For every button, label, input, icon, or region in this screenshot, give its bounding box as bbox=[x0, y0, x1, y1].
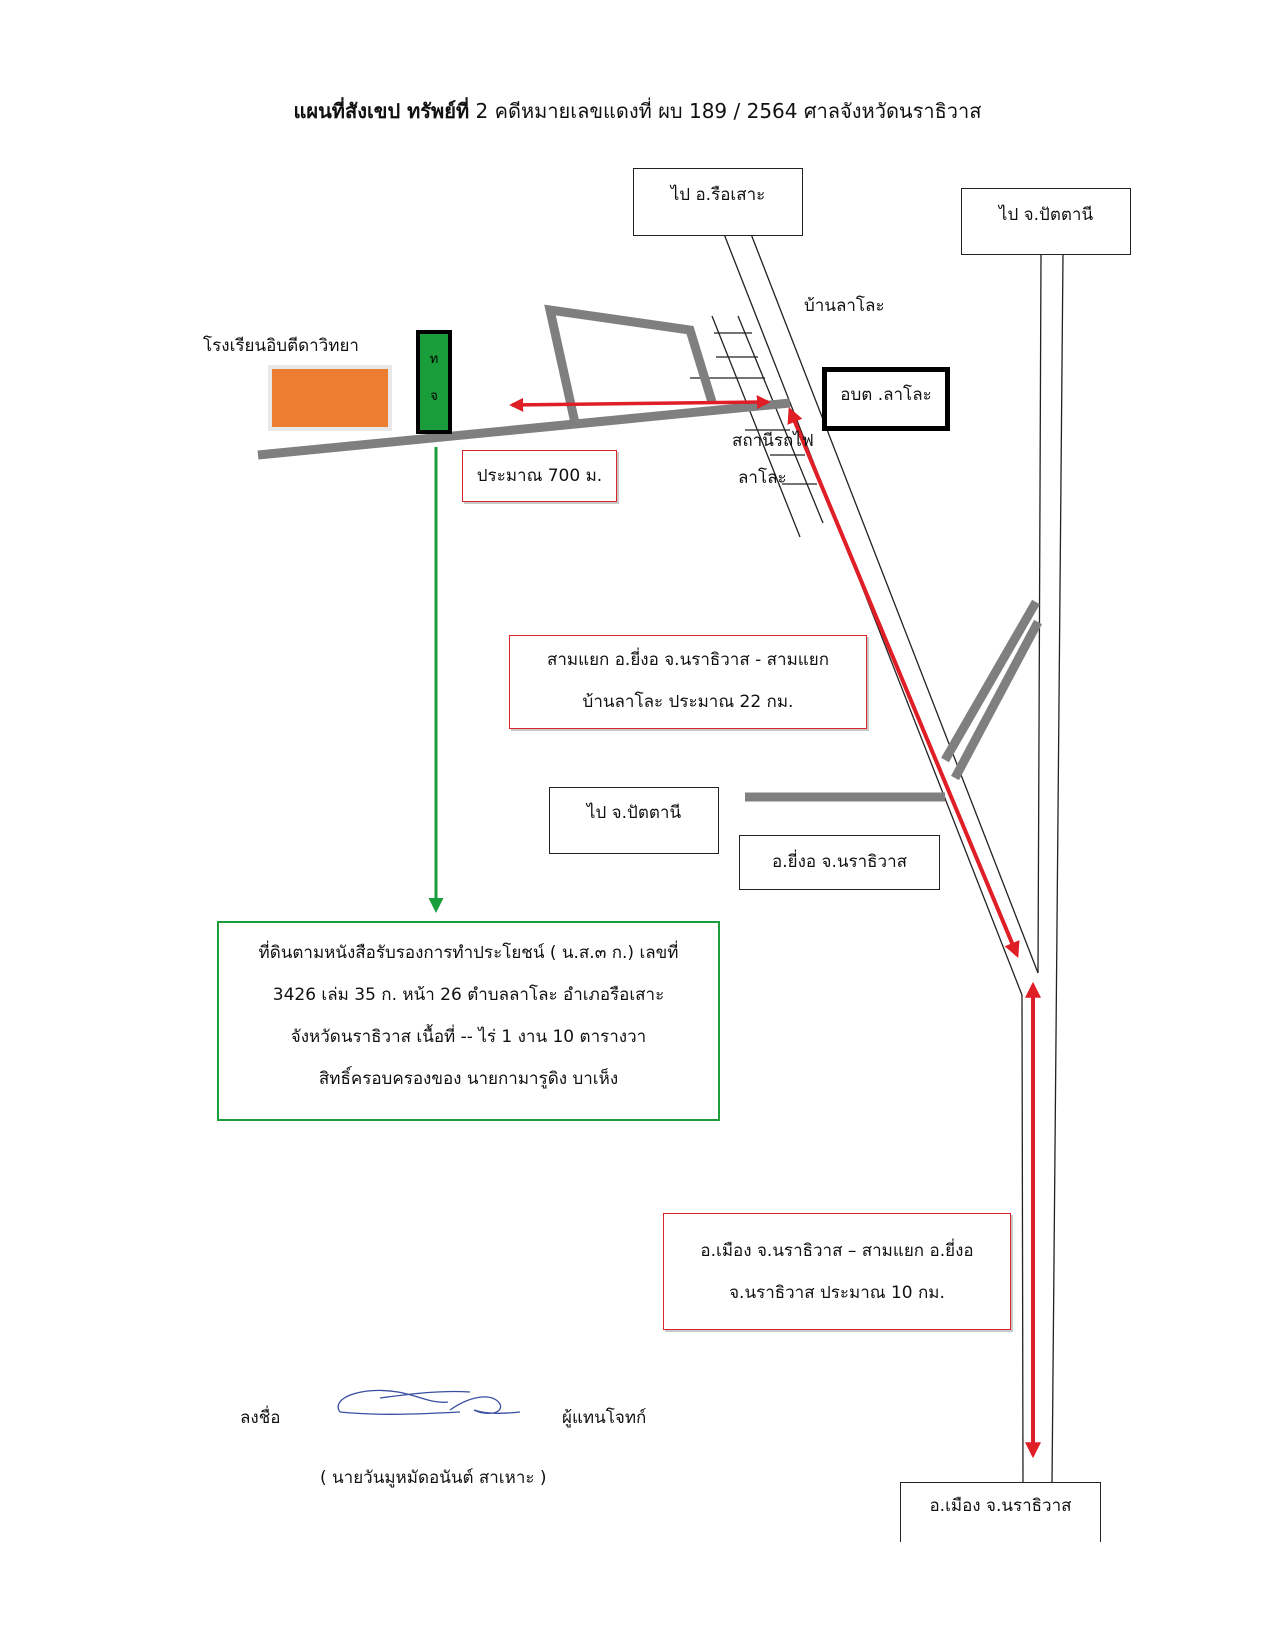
label-mueang: อ.เมือง จ.นราธิวาส bbox=[900, 1482, 1101, 1542]
signature-name: ( นายวันมูหมัดอนันต์ สาเหาะ ) bbox=[320, 1468, 547, 1488]
distance-22km-line1: สามแยก อ.ยี่งอ จ.นราธิวาส - สามแยก bbox=[546, 650, 830, 670]
label-to-pattani-mid-text: ไป จ.ปัตตานี bbox=[586, 803, 682, 823]
label-to-pattani-top: ไป จ.ปัตตานี bbox=[961, 188, 1131, 255]
distance-700m-text: ประมาณ 700 ม. bbox=[476, 465, 603, 486]
distance-10km-line1: อ.เมือง จ.นราธิวาส – สามแยก อ.ยี่งอ bbox=[664, 1230, 1010, 1272]
label-to-pattani-top-text: ไป จ.ปัตตานี bbox=[998, 205, 1094, 225]
lower-road-edge-left bbox=[1021, 994, 1024, 1486]
label-obt-lalo-text: อบต .ลาโละ bbox=[840, 384, 932, 405]
label-yingo-text: อ.ยี่งอ จ.นราธิวาส bbox=[772, 852, 907, 872]
label-to-rueso: ไป อ.รือเสาะ bbox=[633, 168, 803, 236]
label-station-line2: ลาโละ bbox=[738, 468, 787, 488]
label-yingo: อ.ยี่งอ จ.นราธิวาส bbox=[739, 835, 940, 890]
right-road-edge-left bbox=[1037, 253, 1042, 974]
plot-marker bbox=[416, 330, 452, 434]
distance-22km-line2: บ้านลาโละ ประมาณ 22 กม. bbox=[582, 692, 794, 712]
land-info-box: ที่ดินตามหนังสือรับรองการทำประโยชน์ ( น.… bbox=[217, 921, 720, 1121]
land-info-line1: ที่ดินตามหนังสือรับรองการทำประโยชน์ ( น.… bbox=[258, 943, 679, 963]
land-info-line2: 3426 เล่ม 35 ก. หน้า 26 ตำบลลาโละ อำเภอร… bbox=[272, 985, 665, 1005]
railway bbox=[690, 315, 824, 538]
label-to-pattani-mid: ไป จ.ปัตตานี bbox=[549, 787, 719, 854]
distance-10km-line2: จ.นราธิวาส ประมาณ 10 กม. bbox=[729, 1283, 945, 1303]
land-info-line4: สิทธิ์ครอบครองของ นายกามารูดิง บาเห็ง bbox=[318, 1069, 619, 1089]
label-station-line1: สถานีรถไฟ bbox=[732, 431, 814, 451]
signature-role: ผู้แทนโจทก์ bbox=[562, 1408, 647, 1428]
label-ban-lalo: บ้านลาโละ bbox=[804, 296, 885, 316]
label-school: โรงเรียนอิบตีดาวิทยา bbox=[203, 336, 359, 356]
distance-10km-line1-text: อ.เมือง จ.นราธิวาส – สามแยก อ.ยี่งอ bbox=[700, 1241, 974, 1261]
school-building bbox=[268, 365, 392, 431]
route-700m-arrow bbox=[509, 395, 771, 412]
right-road-edge-right bbox=[1051, 253, 1064, 1486]
distance-10km-box: อ.เมือง จ.นราธิวาส – สามแยก อ.ยี่งอ จ.นร… bbox=[663, 1213, 1011, 1330]
plot-marker-char2: จ bbox=[430, 389, 438, 404]
label-obt-lalo: อบต .ลาโละ bbox=[822, 367, 950, 431]
distance-22km-box: สามแยก อ.ยี่งอ จ.นราธิวาส - สามแยก บ้านล… bbox=[509, 635, 867, 729]
signature-label: ลงชื่อ bbox=[240, 1408, 281, 1428]
route-22km-arrow bbox=[787, 407, 1020, 958]
label-to-rueso-text: ไป อ.รือเสาะ bbox=[670, 184, 766, 205]
map-title-rest: 2 คดีหมายเลขแดงที่ ผบ 189 / 2564 ศาลจังห… bbox=[469, 99, 982, 123]
land-info-line3: จังหวัดนราธิวาส เนื้อที่ -- ไร่ 1 งาน 10… bbox=[290, 1027, 647, 1047]
signature-scribble bbox=[337, 1389, 521, 1415]
map-title-bold: แผนที่สังเขป ทรัพย์ที่ bbox=[293, 99, 470, 123]
plot-marker-char1: ท bbox=[430, 352, 439, 367]
label-mueang-text: อ.เมือง จ.นราธิวาส bbox=[929, 1496, 1072, 1516]
map-title: แผนที่สังเขป ทรัพย์ที่ 2 คดีหมายเลขแดงที… bbox=[0, 95, 1275, 127]
distance-700m-box: ประมาณ 700 ม. bbox=[462, 450, 617, 502]
